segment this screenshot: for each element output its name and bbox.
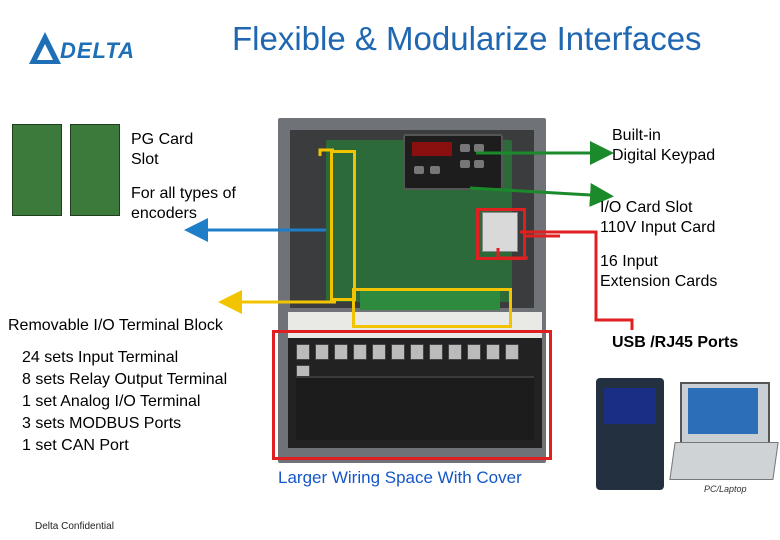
pg-card-image-2 — [70, 124, 120, 216]
green-terminal-block — [360, 290, 500, 310]
keypad-button — [474, 160, 484, 168]
wiring-space-caption: Larger Wiring Space With Cover — [278, 468, 522, 487]
keypad-button — [430, 166, 440, 174]
laptop-display — [688, 388, 758, 434]
removable-terminal-label: Removable I/O Terminal Block — [8, 317, 223, 334]
delta-logo — [28, 30, 153, 66]
wiring-space-highlight — [272, 330, 552, 460]
terminal-cover — [296, 376, 534, 440]
input-extension-label: 16 Input Extension Cards — [600, 253, 718, 290]
terminal-block-highlight — [352, 288, 512, 328]
io-card — [482, 212, 518, 252]
pg-card-label: PG Card Slot — [131, 131, 194, 168]
terminal-screw-row — [296, 344, 534, 381]
usb-label: USB /RJ45 Ports — [612, 334, 739, 351]
keypad-button — [460, 160, 470, 168]
logo-text: DELTA — [60, 38, 136, 63]
footer-confidential: Delta Confidential — [35, 521, 114, 532]
usb-arrow — [520, 230, 634, 330]
io-card-label: I/O Card Slot 110V Input Card — [600, 199, 716, 236]
keypad-button — [414, 166, 424, 174]
keypad-button — [474, 144, 484, 152]
laptop-keyboard — [669, 442, 779, 480]
slide-title: Flexible & Modularize Interfaces — [232, 20, 702, 57]
encoders-label: For all types of encoders — [131, 185, 236, 222]
keypad-label: Built-in Digital Keypad — [612, 127, 716, 164]
external-keypad-screen — [604, 388, 656, 424]
laptop-label: PC/Laptop — [704, 484, 747, 494]
io-card-arrow — [469, 182, 614, 207]
keypad-display — [412, 142, 452, 156]
terminal-list: 24 sets Input Terminal 8 sets Relay Outp… — [22, 349, 228, 454]
delta-triangle-icon — [29, 32, 61, 64]
keypad-button — [460, 144, 470, 152]
pg-slot-highlight — [330, 150, 356, 301]
pg-card-image-1 — [12, 124, 62, 216]
built-in-keypad — [403, 134, 503, 190]
